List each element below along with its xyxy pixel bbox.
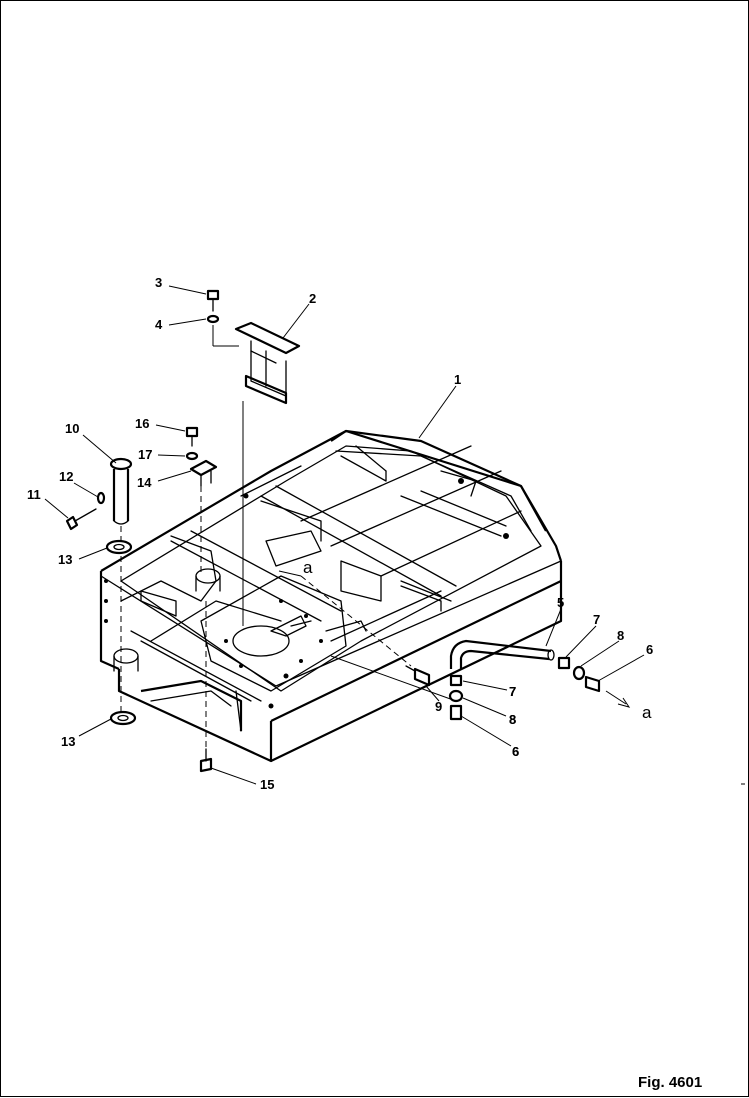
connector-part-6-right [584,675,601,693]
washer-part-13-top [105,539,133,555]
washer-part-4 [206,314,220,324]
ring-part-12 [96,491,106,505]
callout-2: 2 [309,291,316,306]
leader-lines [44,285,645,785]
bolt-part-11 [65,508,97,531]
callout-8-right: 8 [617,628,624,643]
callout-3: 3 [155,275,162,290]
callout-1: 1 [454,372,461,387]
callout-12: 12 [59,469,73,484]
callout-11: 11 [27,487,41,502]
washer-part-13-bottom [109,710,137,726]
plate-part-14 [189,459,218,487]
callout-6-extra: 6 [512,744,519,759]
callout-7-right: 7 [593,612,600,627]
callout-4: 4 [155,317,163,332]
callout-7-lower: 7 [509,684,516,699]
callout-8-lower: 8 [509,712,516,727]
callout-13-top: 13 [58,552,72,567]
frame-assembly [99,429,563,763]
callout-17: 17 [138,447,152,462]
nipple-part-7-lower [449,674,463,687]
washer-part-17 [185,451,199,461]
nut-part-8-right [572,665,586,681]
callout-15: 15 [260,777,274,792]
assembly-lines [120,325,631,751]
callout-14: 14 [137,475,152,490]
bolt-part-3 [206,289,220,312]
callout-numbers: 1 2 3 4 5 6 6 6 7 7 7 8 8 8 9 10 11 12 1… [27,275,653,792]
bracket-part-2 [234,321,301,405]
callout-6-lower: 6 [512,744,519,759]
callout-5: 5 [557,595,564,610]
callout-16: 16 [135,416,149,431]
callout-6-right: 6 [646,642,653,657]
callout-8-extra: 8 [509,712,516,727]
callout-13-bottom: 13 [61,734,75,749]
callout-10: 10 [65,421,79,436]
callout-9: 9 [435,699,442,714]
callout-7-extra: 7 [509,684,516,699]
connector-letters: a a [303,558,652,722]
connector-letter-a-hose: a [642,703,652,722]
pin-part-10 [109,457,133,525]
connector-part-6-lower [449,704,463,721]
figure-label: Fig. 4601 [638,1074,703,1091]
elbow-part-9 [405,665,431,687]
tube-part-5 [449,639,555,669]
connector-letter-a-frame: a [303,558,313,577]
bolt-part-16 [185,426,199,447]
nipple-part-7-right [557,656,571,670]
grease-fitting-part-15 [199,748,213,773]
